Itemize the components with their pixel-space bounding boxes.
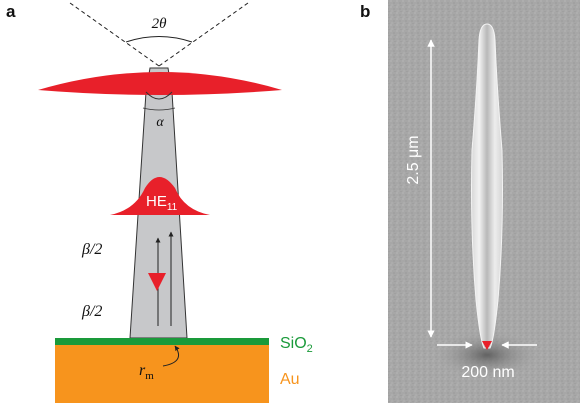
width-scale-label: 200 nm [461,364,514,381]
beta-label-upper: β/2 [81,241,102,258]
mirror-radius-label: rm [139,362,154,382]
gold-mirror [55,345,269,403]
gold-label: Au [280,371,300,388]
mode-label: HE11 [146,193,178,213]
quantum-dot-marker [148,273,166,291]
far-field-emission [38,72,282,95]
emission-cone [69,2,249,67]
cone-angle-label: 2θ [152,16,168,32]
panel-b-label: b [360,2,370,21]
oxide-layer [55,338,269,345]
sem-quantum-dot-marker [482,341,492,350]
cone-angle-arc [125,36,193,43]
guided-mode-profile [110,177,210,215]
tip-taper-curve [145,91,173,100]
length-scale-label: 2.5 μm [405,135,422,184]
panel-a-label: a [6,2,16,21]
beta-label-lower: β/2 [81,303,102,320]
panel-b: b 2.5 μm 200 nm [360,0,580,403]
oxide-label: SiO2 [280,335,313,355]
mirror-reflection-arrow [162,345,180,367]
alpha-label: α [156,115,164,130]
nanowire-base-shadow [432,330,542,380]
panel-a: a 2θ α HE11 β/2 β/2 [6,2,313,403]
